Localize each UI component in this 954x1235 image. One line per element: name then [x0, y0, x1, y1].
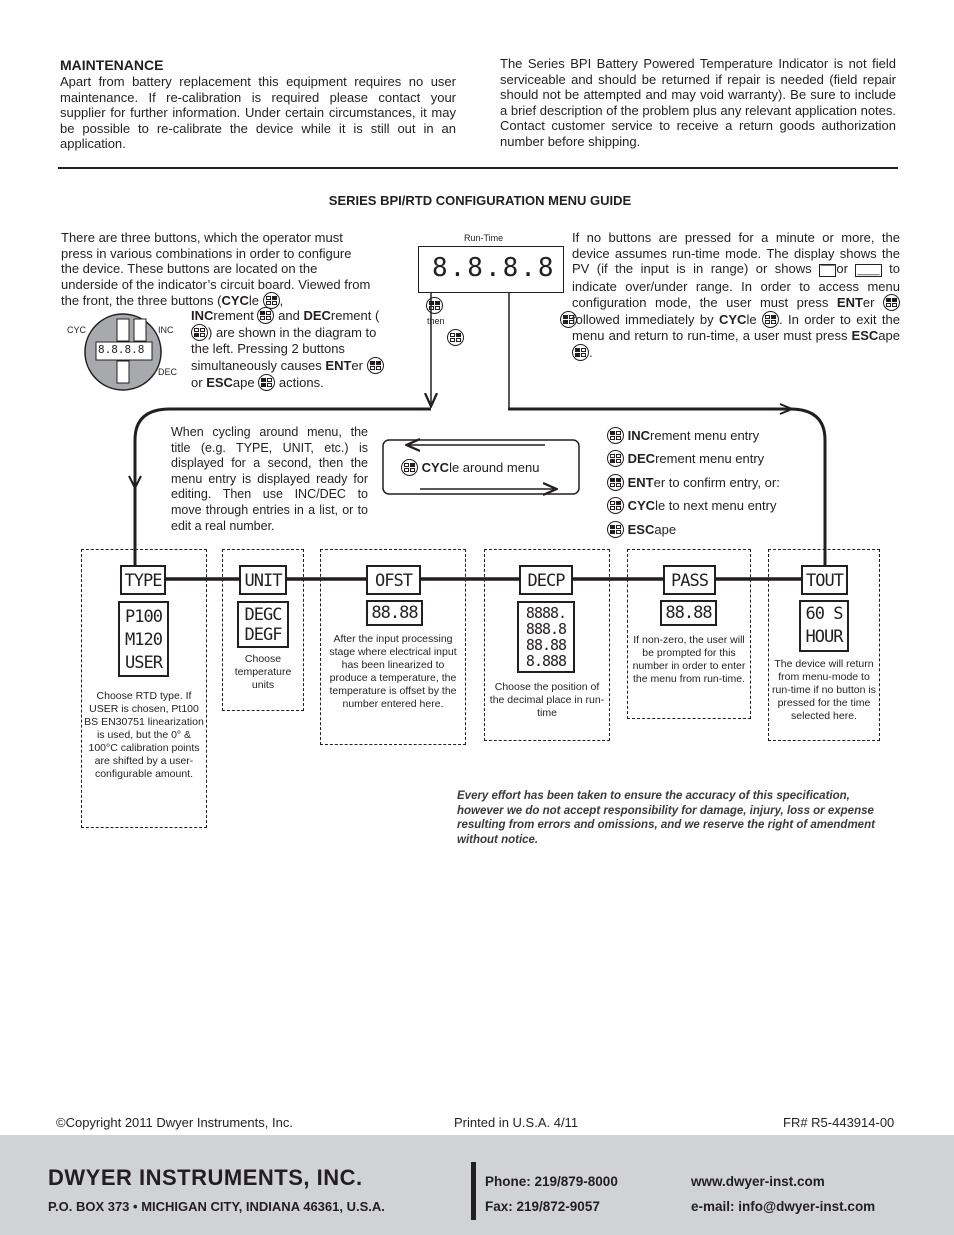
escape-button-icon [607, 520, 624, 538]
footer-band [0, 1135, 954, 1235]
enter-button-icon [883, 294, 900, 312]
copyright: ©Copyright 2011 Dwyer Instruments, Inc. [56, 1115, 293, 1130]
legend-item: ESCape [607, 518, 780, 541]
cycle-button-icon [262, 292, 280, 310]
menu-note-decp: Choose the position of the decimal place… [489, 681, 605, 719]
increment-button-icon [607, 427, 624, 444]
menu-title-unit: UNIT [239, 565, 287, 595]
menu-title-decp: DECP [519, 565, 573, 595]
cycle-button-icon [447, 329, 465, 346]
button-legend: INCrement menu entry DECrement menu entr… [607, 424, 780, 541]
menu-group-unit [222, 549, 304, 711]
menu-group-decp [484, 549, 610, 741]
legend-item: CYCle to next menu entry [607, 494, 780, 517]
cycle-button-icon [401, 459, 418, 476]
menu-group-type [81, 549, 207, 828]
legend-item: ENTer to confirm entry, or: [607, 471, 780, 494]
runtime-label: Run-Time [464, 233, 504, 243]
runtime-display: 8.8.8.8 [432, 253, 556, 283]
footer-divider [471, 1162, 476, 1220]
legend-item: DECrement menu entry [607, 447, 780, 470]
cycling-description: When cycling around menu, the title (e.g… [171, 425, 368, 533]
section-divider [58, 167, 898, 169]
diagram-label-inc: INC [158, 325, 174, 335]
increment-button-icon [257, 307, 275, 324]
maintenance-right-text: The Series BPI Battery Powered Temperatu… [500, 56, 897, 149]
diagram-label-cyc: CYC [67, 325, 87, 335]
printed-label: Printed in U.S.A. 4/11 [454, 1115, 579, 1130]
diagram-display: 8.8.8.8 [98, 343, 145, 356]
runtime-display-frame [418, 246, 564, 293]
intro-text-continued: INCrement and DECrement () are shown in … [191, 307, 391, 391]
decrement-button-icon [191, 324, 208, 341]
cycle-button-icon [607, 497, 624, 515]
button-layout-diagram [84, 313, 162, 391]
disclaimer: Every effort has been taken to ensure th… [457, 790, 875, 846]
email-link[interactable]: e-mail: info@dwyer-inst.com [691, 1199, 876, 1214]
legend-item: INCrement menu entry [607, 424, 780, 447]
menu-note-ofst: After the input processing stage where e… [329, 633, 457, 710]
menu-note-tout: The device will return from menu-mode to… [772, 658, 876, 722]
escape-button-icon [258, 373, 276, 391]
guide-title: SERIES BPI/RTD CONFIGURATION MENU GUIDE [328, 193, 632, 208]
menu-values-pass: 88.88 [660, 600, 717, 626]
cycle-button-icon [761, 311, 779, 329]
menu-values-ofst: 88.88 [366, 600, 423, 626]
company-address: P.O. BOX 373 • MICHIGAN CITY, INDIANA 46… [48, 1199, 385, 1214]
menu-group-pass [627, 549, 751, 719]
phone-number: Phone: 219/879-8000 [485, 1174, 618, 1189]
menu-title-type: TYPE [120, 565, 166, 595]
then-label: then [427, 316, 445, 326]
decrement-button-icon [607, 450, 624, 468]
form-number: FR# R5-443914-00 [783, 1115, 895, 1130]
website-link[interactable]: www.dwyer-inst.com [691, 1174, 825, 1189]
menu-title-pass: PASS [663, 565, 716, 595]
maintenance-left-text: Apart from battery replacement this equi… [60, 74, 456, 152]
menu-note-pass: If non-zero, the user will be prompted f… [632, 634, 746, 685]
fax-number: Fax: 219/872-9057 [485, 1199, 600, 1214]
diagram-label-dec: DEC [158, 367, 178, 377]
under-range-indicator: ____ [855, 264, 882, 278]
menu-title-ofst: OFST [366, 565, 421, 595]
escape-button-icon [559, 311, 577, 328]
enter-button-icon [607, 473, 624, 491]
intro-text: There are three buttons, which the opera… [61, 230, 371, 310]
company-name: DWYER INSTRUMENTS, INC. [48, 1165, 363, 1190]
escape-button-icon [572, 343, 589, 361]
menu-group-ofst [320, 549, 466, 745]
menu-group-tout [768, 549, 880, 741]
enter-button-icon [366, 356, 384, 374]
menu-title-tout: TOUT [801, 565, 848, 595]
cycle-around-label: CYCle around menu [401, 459, 539, 476]
over-range-indicator: ‾‾‾‾ [819, 264, 837, 278]
runtime-description: If no buttons are pressed for a minute o… [572, 230, 900, 361]
menu-note-unit: Choose temperature units [234, 653, 292, 691]
maintenance-heading: MAINTENANCE [60, 57, 164, 73]
menu-note-type: Choose RTD type. If USER is chosen, Pt10… [84, 690, 204, 780]
